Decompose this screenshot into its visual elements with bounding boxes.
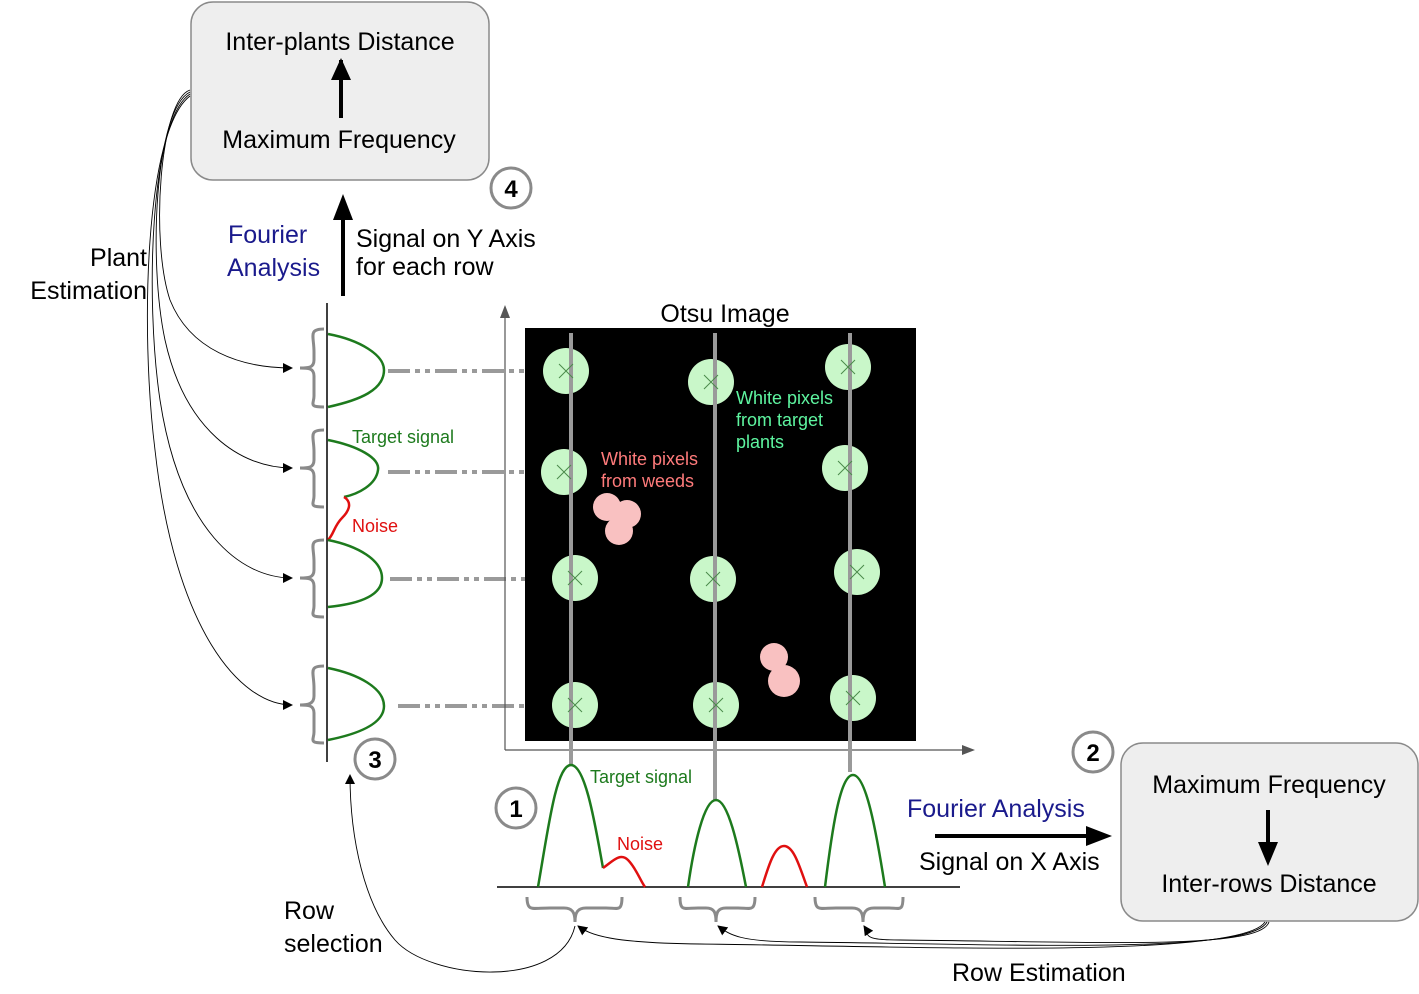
row-estimation-label: Row Estimation [952, 959, 1126, 987]
fourier-label-line1: Fourier [228, 221, 307, 249]
step-2-badge: 2 [1071, 730, 1115, 774]
max-frequency-top-label: Maximum Frequency [222, 126, 456, 154]
svg-text:2: 2 [1086, 740, 1099, 767]
noise-bottom-label: Noise [617, 834, 663, 854]
up-arrow-icon [331, 58, 351, 80]
plant-estimation-connectors [146, 89, 293, 710]
row-estimation-connectors [577, 921, 1270, 949]
max-frequency-right-label: Maximum Frequency [1152, 771, 1386, 799]
white-pixels-weeds-line1: White pixels [601, 449, 698, 469]
row-lines [569, 333, 852, 800]
left-signals [327, 332, 386, 742]
weeds [593, 493, 800, 697]
row-selection-connector [345, 774, 576, 973]
row-selection-line2: selection [284, 930, 383, 958]
target-signal-bottom-label: Target signal [590, 767, 692, 787]
svg-text:3: 3 [368, 747, 381, 774]
white-pixels-weeds-line2: from weeds [601, 471, 694, 491]
plant-estimation-line1: Plant [90, 244, 147, 272]
white-pixels-target-line3: plants [736, 432, 784, 452]
inter-plants-distance-label: Inter-plants Distance [225, 28, 454, 56]
svg-text:1: 1 [509, 796, 522, 823]
fourier-label-line2: Analysis [227, 254, 320, 282]
white-pixels-target-line2: from target [736, 410, 823, 430]
inter-plants-box: Inter-plants Distance Maximum Frequency [190, 1, 490, 181]
otsu-image-title: Otsu Image [660, 300, 789, 328]
bottom-braces [525, 896, 905, 923]
svg-text:4: 4 [504, 176, 518, 203]
target-signal-left-label: Target signal [352, 427, 454, 447]
signal-x-label: Signal on X Axis [919, 848, 1100, 876]
fourier-x-label: Fourier Analysis [907, 795, 1085, 823]
right-arrow-icon [1086, 826, 1112, 846]
down-arrow-icon [1258, 842, 1278, 866]
plant-estimation-line2: Estimation [30, 277, 147, 305]
inter-rows-box: Maximum Frequency Inter-rows Distance [1120, 742, 1419, 922]
row-selection-line1: Row [284, 897, 335, 925]
white-pixels-target-line1: White pixels [736, 388, 833, 408]
fourier-up-arrow-icon [333, 194, 353, 220]
left-braces [299, 327, 325, 745]
step-3-badge: 3 [353, 737, 397, 781]
step-1-badge: 1 [494, 786, 538, 830]
noise-left-label: Noise [352, 516, 398, 536]
step-4-badge: 4 [489, 166, 533, 210]
plant-centers [556, 359, 865, 713]
signal-y-label-line1: Signal on Y Axis [356, 225, 536, 253]
bottom-signals [536, 763, 887, 888]
signal-y-label-line2: for each row [356, 253, 495, 281]
inter-rows-distance-label: Inter-rows Distance [1161, 870, 1376, 898]
